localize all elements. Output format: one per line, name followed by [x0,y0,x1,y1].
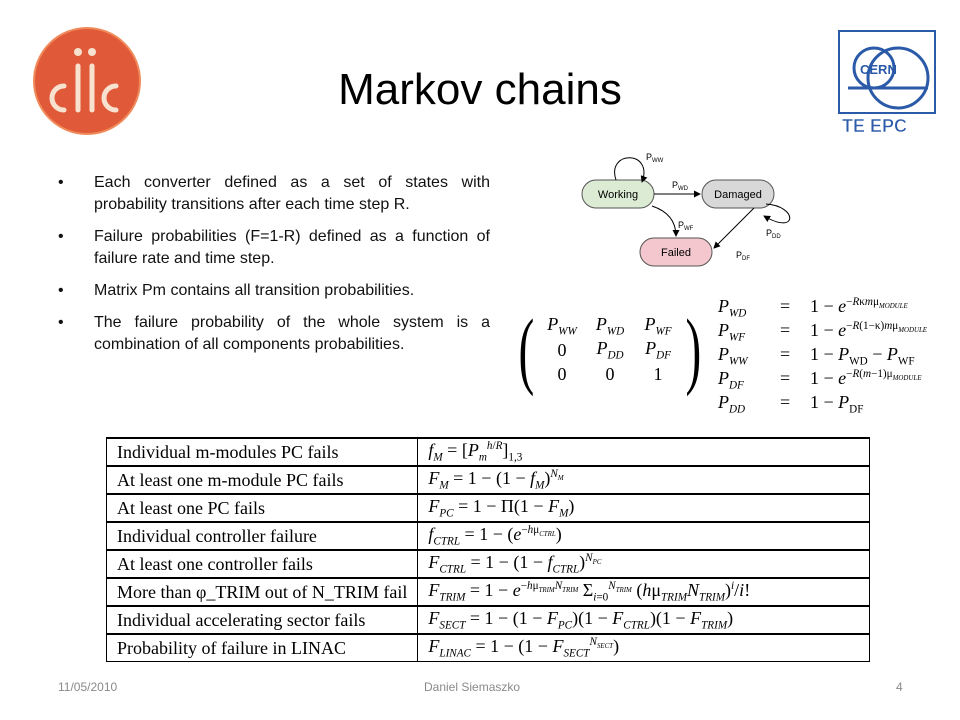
bullet-text: Failure probabilities (F=1-R) defined as… [94,228,490,267]
bullet-icon: • [58,282,64,299]
row-formula: FLINAC = 1 − (1 − FSECTNSECT) [417,633,870,662]
table-row: Individual accelerating sector fails FSE… [105,605,870,635]
row-formula: fM = [Pmh/R]1,3 [417,437,870,467]
slide-title: Markov chains [338,65,622,114]
bullet-text: Each converter defined as a set of state… [94,174,490,213]
row-label: At least one m-module PC fails [105,465,419,495]
row-formula: FM = 1 − (1 − fM)NM [417,465,870,495]
table-row: Probability of failure in LINAC FLINAC =… [105,633,870,662]
bullet-item: • The failure probability of the whole sy… [58,312,490,356]
clic-logo [33,27,141,135]
state-working-label: Working [598,189,638,201]
transition-equations: PWD=1 − e−RκmμMODULE PWF=1 − e−R(1−κ)mμM… [718,296,958,416]
page-number: 4 [896,680,903,694]
row-label: Individual controller failure [105,521,419,551]
matrix-cell: 0 [557,339,567,360]
row-formula: fCTRL = 1 − (e−hμCTRL) [417,521,870,551]
row-formula: FCTRL = 1 − (1 − fCTRL)NPC [417,549,870,579]
matrix-cell: 1 [653,363,663,384]
equation-pdd: PDD=1 − PDF [718,392,864,416]
state-damaged-label: Damaged [714,189,762,201]
bullet-item: • Each converter defined as a set of stat… [58,172,490,216]
bullet-icon: • [58,228,64,245]
bullet-icon: • [58,174,64,191]
failure-probability-table: Individual m-modules PC fails fM = [Pmh/… [105,437,870,662]
bullet-icon: • [58,314,64,331]
label-pdf: PDF [736,250,750,262]
row-formula: FTRIM = 1 − e−hμTRIMNTRIM Σi=0NTRIM (hμT… [417,577,870,607]
row-label: At least one PC fails [105,493,419,523]
row-formula: FSECT = 1 − (1 − FPC)(1 − FCTRL)(1 − FTR… [417,605,870,635]
row-formula: FPC = 1 − Π(1 − FM) [417,493,870,523]
state-failed [639,237,713,267]
bullet-item: • Matrix Pm contains all transition proba… [58,280,490,302]
label-pwf: PWF [678,220,694,232]
table-row: At least one PC fails FPC = 1 − Π(1 − FM… [105,493,870,523]
cern-logo: CERN TE EPC [838,30,936,134]
label-pdd: PDD [766,228,781,240]
matrix-cell: PDD [596,338,624,362]
state-failed-label: Failed [661,247,691,259]
equation-pww: PWW=1 − PWD − PWF [718,344,915,368]
table-row: At least one controller fails FCTRL = 1 … [105,549,870,579]
row-label: More than φ_TRIM out of N_TRIM fail [105,577,419,607]
matrix-cell: PWW [547,314,577,338]
bullet-list: • Each converter defined as a set of stat… [58,172,490,366]
footer-author: Daniel Siemaszko [424,680,521,694]
equation-pwd: PWD=1 − e−RκmμMODULE [718,296,908,320]
cern-label: CERN [860,62,897,77]
matrix-cell: PDF [645,338,671,362]
matrix-cell: PWD [595,314,625,338]
transition-df [713,207,755,249]
table-row: Individual m-modules PC fails fM = [Pmh/… [105,437,870,467]
label-pwd: PWD [672,180,689,192]
table-row: At least one m-module PC fails FM = 1 − … [105,465,870,495]
bullet-text: The failure probability of the whole sys… [94,314,490,353]
table-row: Individual controller failure fCTRL = 1 … [105,521,870,551]
row-label: At least one controller fails [105,549,419,579]
dept-label: TE EPC [842,116,907,134]
matrix-cell: 0 [605,363,615,384]
table-row: More than φ_TRIM out of N_TRIM fail FTRI… [105,577,870,607]
markov-state-diagram: Working Damaged Failed PWW PWD PWF PDD P… [581,152,791,267]
label-pww: PWW [646,152,664,164]
equation-pdf: PDF=1 − e−R(m−1)μMODULE [718,368,922,392]
row-label: Individual accelerating sector fails [105,605,419,635]
transition-dd [763,203,791,224]
row-label: Individual m-modules PC fails [105,437,419,467]
state-damaged [701,179,775,209]
footer-date: 11/05/2010 [58,680,118,694]
equation-pwf: PWF=1 − e−R(1−κ)mμMODULE [718,320,928,344]
matrix-cell: PWF [644,314,672,338]
matrix-left-paren: ( [518,301,535,397]
transition-ww [614,157,648,183]
matrix-cell: 0 [557,363,567,384]
transition-wf [651,205,680,237]
row-label: Probability of failure in LINAC [105,633,419,662]
matrix-right-paren: ) [685,301,702,397]
bullet-text: Matrix Pm contains all transition probab… [94,282,415,299]
bullet-item: • Failure probabilities (F=1-R) defined a… [58,226,490,270]
